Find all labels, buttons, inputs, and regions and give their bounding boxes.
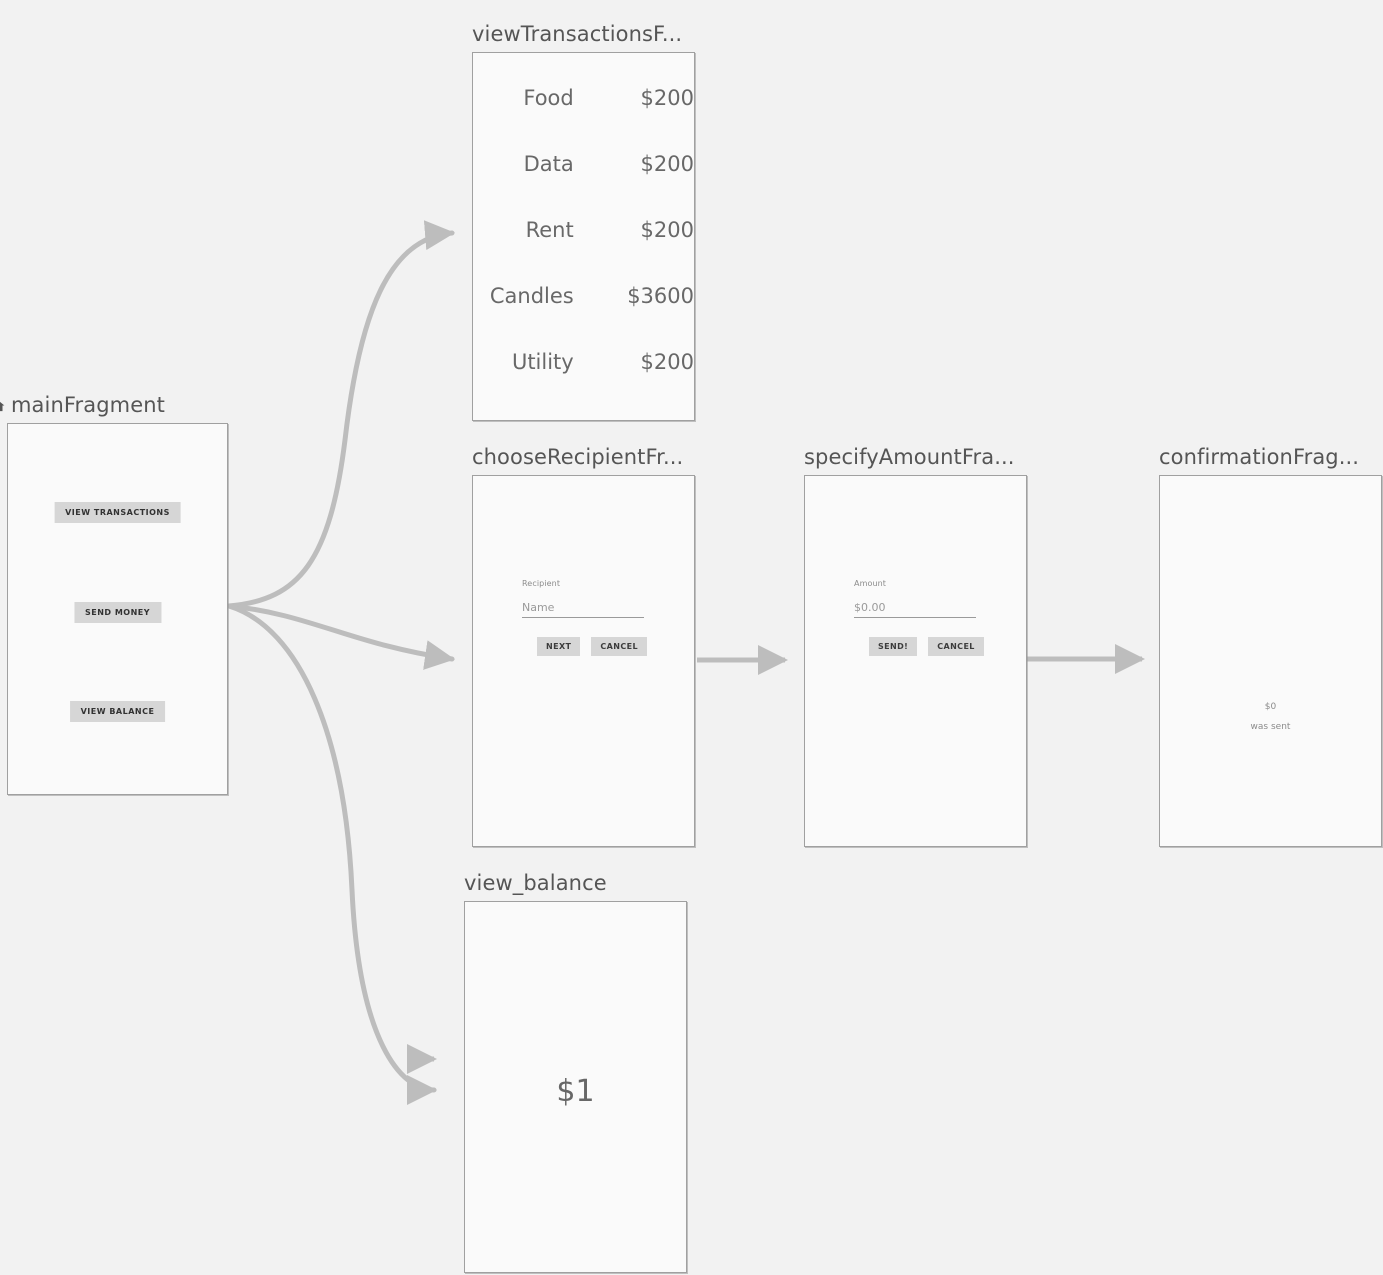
- frame-main-fragment: VIEW TRANSACTIONS SEND MONEY VIEW BALANC…: [7, 423, 228, 795]
- transaction-amount: $3600: [627, 284, 694, 308]
- cancel-button[interactable]: CANCEL: [591, 637, 647, 656]
- node-title-choose-recipient: chooseRecipientFr...: [472, 445, 684, 469]
- node-title-view-balance: view_balance: [464, 871, 607, 895]
- table-row: Data $200: [473, 152, 694, 218]
- frame-view-balance: $1: [464, 901, 687, 1273]
- view-transactions-button[interactable]: VIEW TRANSACTIONS: [54, 502, 181, 523]
- table-row: Utility $200: [473, 350, 694, 416]
- table-row: Candles $3600: [473, 284, 694, 350]
- edge-main-to-view-balance[interactable]: [226, 603, 437, 1105]
- view-balance-button[interactable]: VIEW BALANCE: [69, 701, 166, 722]
- recipient-field-label: Recipient: [522, 579, 561, 588]
- amount-field-label: Amount: [854, 579, 887, 588]
- recipient-form: Recipient Name NEXT CANCEL: [522, 579, 667, 656]
- node-view-balance[interactable]: view_balance $1: [464, 871, 687, 1273]
- transaction-amount: $200: [640, 218, 694, 242]
- frame-specify-amount: Amount $0.00 SEND! CANCEL: [804, 475, 1027, 847]
- node-title-main-fragment: mainFragment: [0, 392, 165, 418]
- node-specify-amount[interactable]: specifyAmountFra... Amount $0.00 SEND! C…: [804, 445, 1027, 847]
- frame-view-transactions: Food $200 Data $200 Rent $200 Candles $3…: [472, 52, 695, 421]
- node-title-confirmation: confirmationFrag...: [1159, 445, 1360, 469]
- frame-confirmation: $0 was sent: [1159, 475, 1382, 847]
- home-icon: [0, 401, 5, 412]
- amount-input[interactable]: $0.00: [854, 601, 976, 618]
- node-title-text: mainFragment: [11, 393, 165, 417]
- transaction-category: Data: [523, 152, 574, 176]
- confirmation-amount: $0: [1264, 702, 1277, 712]
- node-view-transactions[interactable]: viewTransactionsF... Food $200 Data $200…: [472, 22, 695, 421]
- cancel-button[interactable]: CANCEL: [928, 637, 984, 656]
- edge-main-to-choose-recipient[interactable]: [226, 603, 455, 670]
- send-money-button[interactable]: SEND MONEY: [73, 602, 162, 623]
- recipient-name-input[interactable]: Name: [522, 601, 644, 618]
- frame-choose-recipient: Recipient Name NEXT CANCEL: [472, 475, 695, 847]
- node-choose-recipient[interactable]: chooseRecipientFr... Recipient Name NEXT…: [472, 445, 695, 847]
- table-row: Food $200: [473, 86, 694, 152]
- transaction-amount: $200: [640, 350, 694, 374]
- balance-amount: $1: [556, 1074, 595, 1109]
- confirmation-text: was sent: [1250, 722, 1291, 732]
- node-title-view-transactions: viewTransactionsF...: [472, 22, 683, 46]
- transaction-amount: $200: [640, 152, 694, 176]
- node-confirmation[interactable]: confirmationFrag... $0 was sent: [1159, 445, 1382, 847]
- transaction-category: Rent: [525, 218, 574, 242]
- main-fragment-buttons: VIEW TRANSACTIONS SEND MONEY VIEW BALANC…: [8, 424, 227, 794]
- node-title-specify-amount: specifyAmountFra...: [804, 445, 1015, 469]
- transaction-category: Candles: [489, 284, 574, 308]
- next-button[interactable]: NEXT: [537, 637, 581, 656]
- transaction-category: Food: [523, 86, 574, 110]
- node-main-fragment[interactable]: mainFragment VIEW TRANSACTIONS SEND MONE…: [0, 393, 228, 795]
- send-button[interactable]: SEND!: [869, 637, 918, 656]
- transaction-category: Utility: [511, 350, 574, 374]
- edge-main-to-view-transactions[interactable]: [226, 220, 455, 609]
- amount-button-row: SEND! CANCEL: [854, 637, 999, 656]
- recipient-button-row: NEXT CANCEL: [522, 637, 667, 656]
- confirmation-message-block: $0 was sent: [1160, 701, 1381, 733]
- transaction-amount: $200: [640, 86, 694, 110]
- table-row: Rent $200: [473, 218, 694, 284]
- amount-form: Amount $0.00 SEND! CANCEL: [854, 579, 999, 656]
- transaction-list: Food $200 Data $200 Rent $200 Candles $3…: [473, 86, 694, 416]
